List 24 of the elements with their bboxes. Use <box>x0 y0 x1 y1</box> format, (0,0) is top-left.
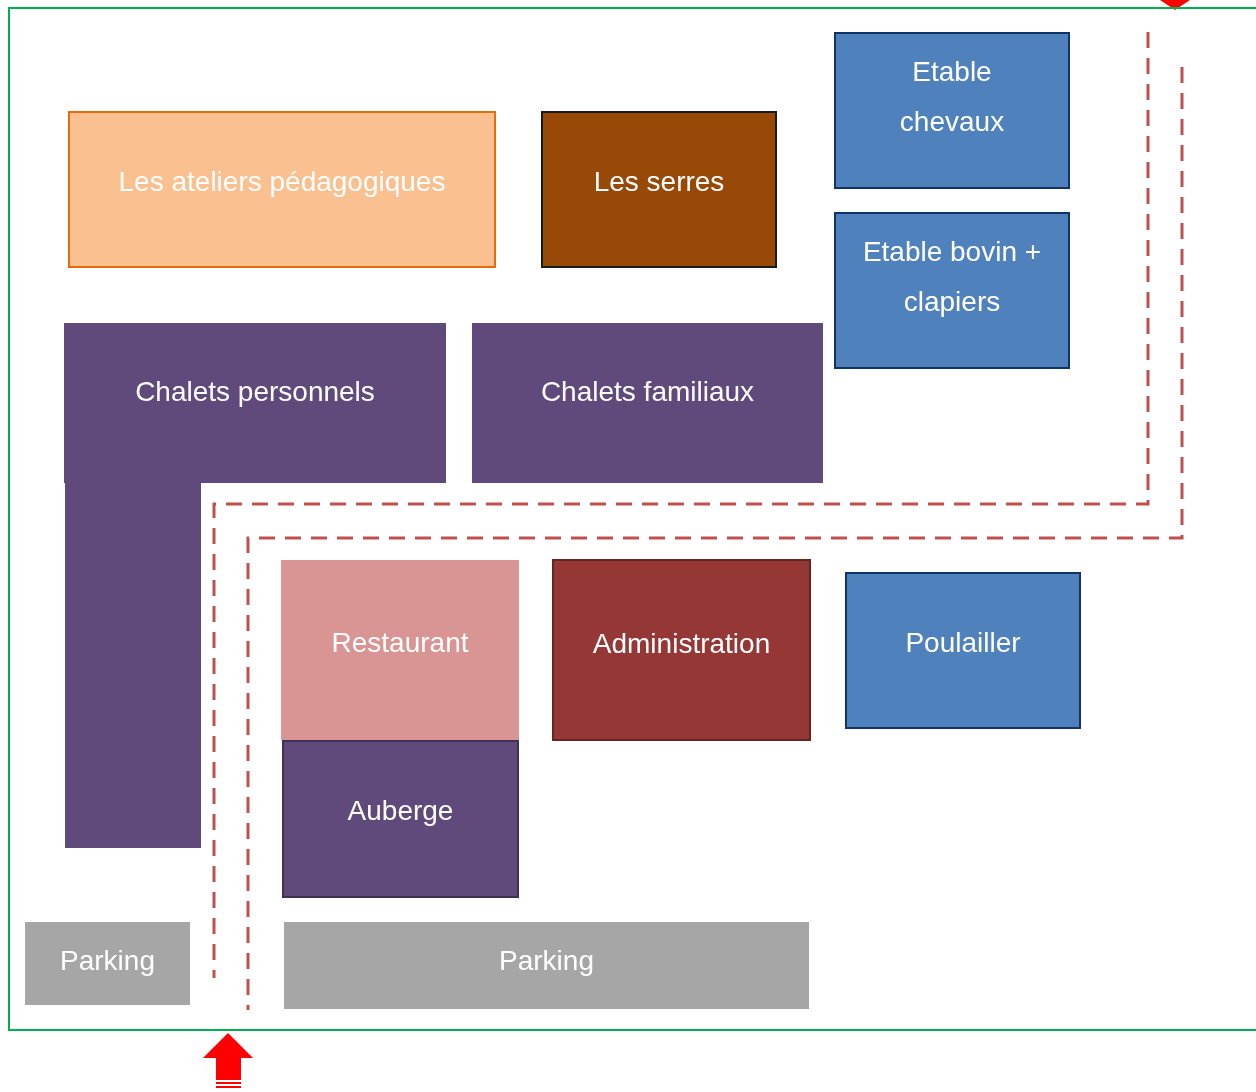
building-block <box>552 559 811 741</box>
building-label: Chalets familiaux <box>539 375 756 409</box>
building-block <box>281 560 519 740</box>
building-label: Administration <box>591 627 772 661</box>
building-label: Parking <box>498 944 595 978</box>
building-block <box>472 323 823 483</box>
building-label: Etable bovin + clapiers <box>861 235 1043 319</box>
site-boundary <box>8 7 1256 1031</box>
building-label: Parking <box>59 944 156 978</box>
building-block <box>541 111 777 268</box>
building-label: Etable chevaux <box>898 55 1006 139</box>
building-label: Auberge <box>346 794 455 828</box>
building-block <box>68 111 496 268</box>
building-label: Les serres <box>592 165 726 199</box>
building-block <box>834 32 1070 189</box>
building-label: Poulailler <box>904 626 1022 660</box>
building-block <box>834 212 1070 369</box>
building-label: Restaurant <box>330 626 470 660</box>
building-block <box>845 572 1081 729</box>
parking-area <box>25 922 190 1005</box>
building-block <box>282 740 519 898</box>
building-label: Les ateliers pédagogiques <box>117 165 447 199</box>
building-label: Chalets personnels <box>134 375 376 409</box>
parking-area <box>284 922 809 1009</box>
